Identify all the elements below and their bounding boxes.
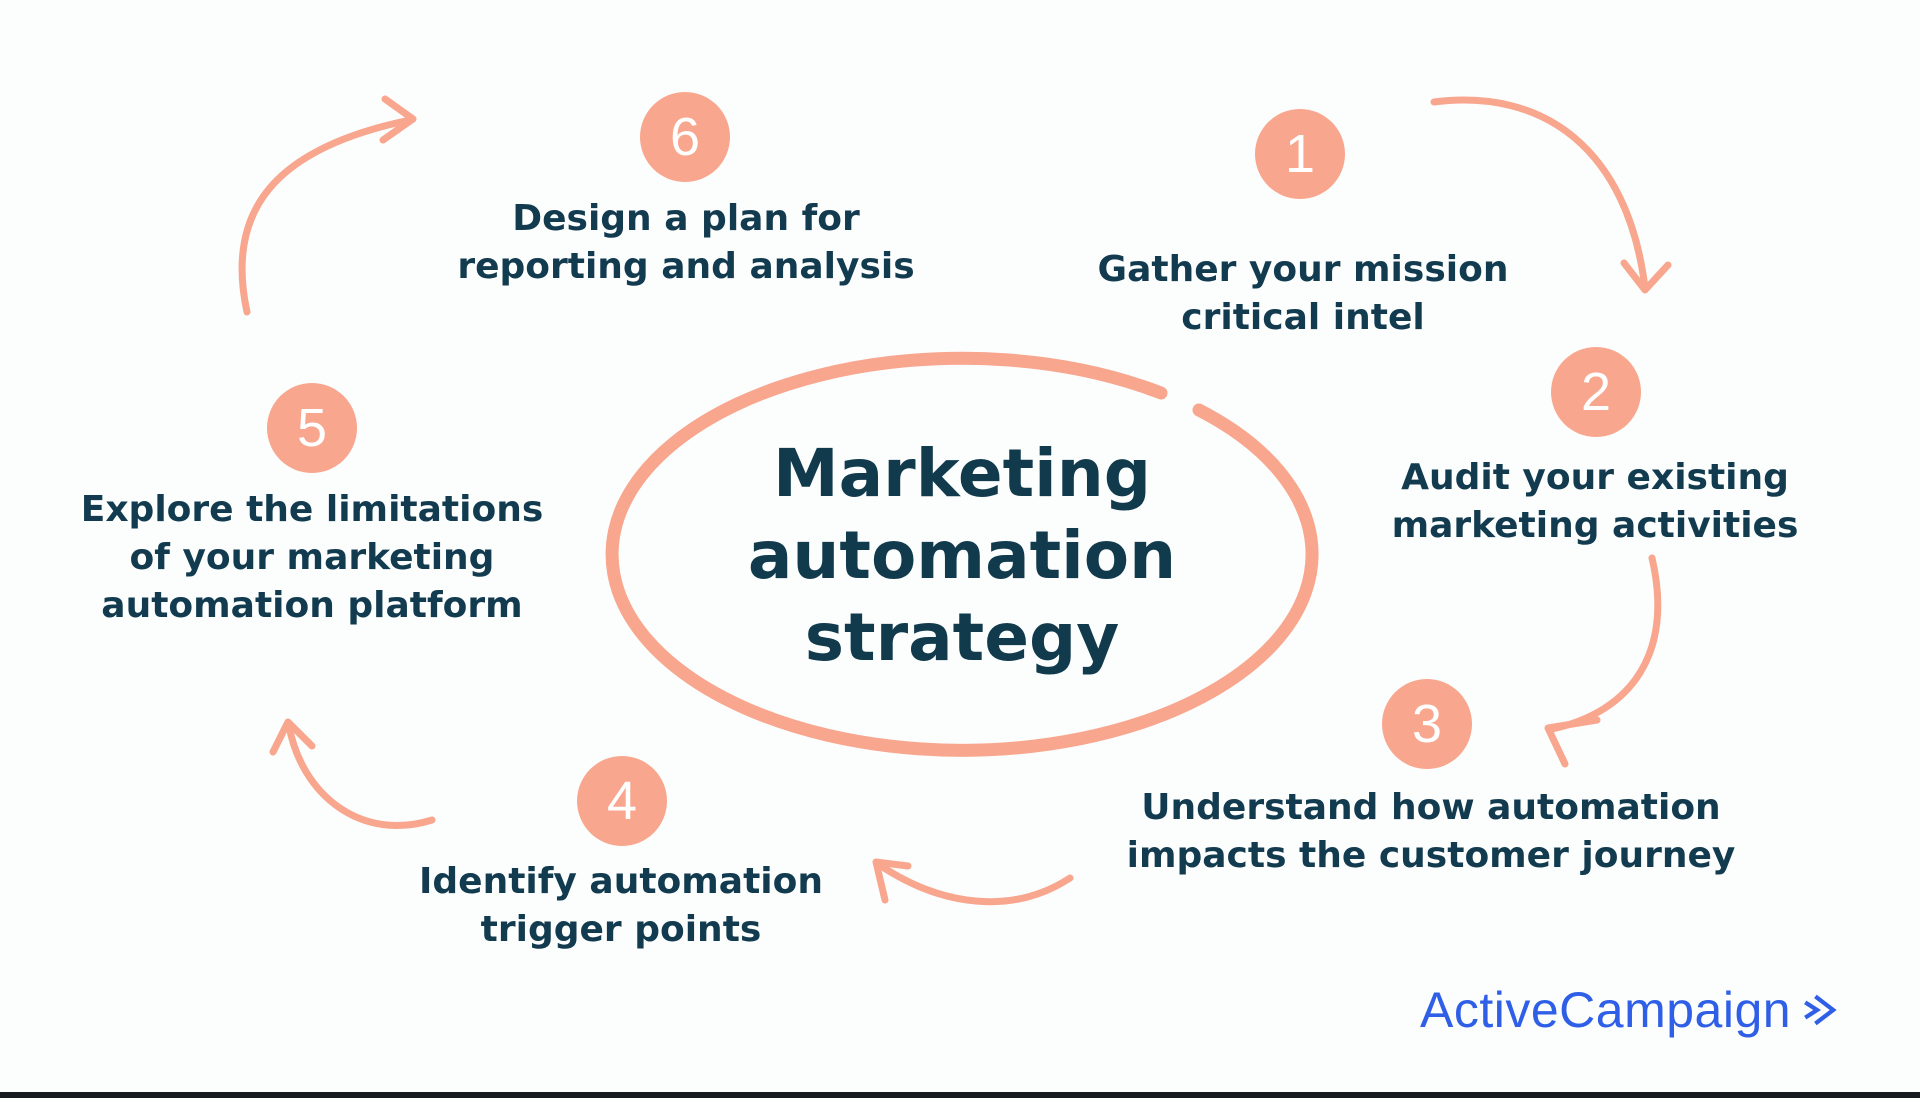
step-6-line-2: reporting and analysis: [457, 246, 915, 287]
activecampaign-chevron-icon: [1804, 994, 1837, 1026]
step-5-number: 5: [296, 398, 328, 458]
title-line-1: Marketing: [772, 435, 1152, 512]
arrow-step3-to-step4: [872, 858, 1074, 906]
step-1-line-2: critical intel: [1181, 297, 1425, 338]
arrow-step5-to-step6: [238, 95, 417, 316]
step-3-line-1: Understand how automation: [1141, 787, 1721, 828]
step-6-number-badge: 6: [640, 92, 730, 182]
step-5-line-1: Explore the limitations: [80, 489, 544, 530]
step-3-label: Understand how automation impacts the cu…: [1111, 784, 1751, 880]
arrow-step4-to-step5: [269, 718, 436, 829]
step-1-label: Gather your mission critical intel: [983, 246, 1623, 342]
title-line-2: automation: [747, 517, 1177, 594]
step-5-number-badge: 5: [267, 383, 357, 473]
step-4-number-badge: 4: [577, 756, 667, 846]
step-6-number: 6: [669, 107, 701, 167]
step-4-line-1: Identify automation: [419, 861, 823, 902]
step-1-number-badge: 1: [1255, 109, 1345, 199]
step-2-line-1: Audit your existing: [1401, 457, 1789, 498]
arrow-step1-to-step2: [1430, 96, 1672, 294]
step-3-number-badge: 3: [1382, 679, 1472, 769]
diagram-title: Marketing automation strategy: [562, 433, 1362, 679]
step-2-number-badge: 2: [1551, 347, 1641, 437]
step-2-label: Audit your existing marketing activities: [1275, 454, 1915, 550]
step-4-number: 4: [606, 771, 638, 831]
activecampaign-logo: ActiveCampaign: [1420, 980, 1840, 1040]
step-1-number: 1: [1284, 124, 1316, 184]
step-5-line-2: of your marketing: [129, 537, 495, 578]
step-4-label: Identify automation trigger points: [301, 858, 941, 954]
bottom-edge-bar: [0, 1092, 1920, 1098]
step-5-label: Explore the limitations of your marketin…: [0, 486, 632, 630]
step-3-line-2: impacts the customer journey: [1126, 835, 1736, 876]
step-2-number: 2: [1580, 362, 1612, 422]
step-5-line-3: automation platform: [101, 585, 523, 626]
step-2-line-2: marketing activities: [1391, 505, 1799, 546]
step-6-line-1: Design a plan for: [512, 198, 860, 239]
arrow-step2-to-step3: [1544, 554, 1662, 768]
step-4-line-2: trigger points: [480, 909, 762, 950]
step-6-label: Design a plan for reporting and analysis: [366, 195, 1006, 291]
step-3-number: 3: [1411, 694, 1443, 754]
activecampaign-logo-text: ActiveCampaign: [1420, 982, 1792, 1038]
step-1-line-1: Gather your mission: [1097, 249, 1509, 290]
center-ellipse-stroke: [605, 351, 1319, 757]
title-line-3: strategy: [804, 599, 1120, 676]
